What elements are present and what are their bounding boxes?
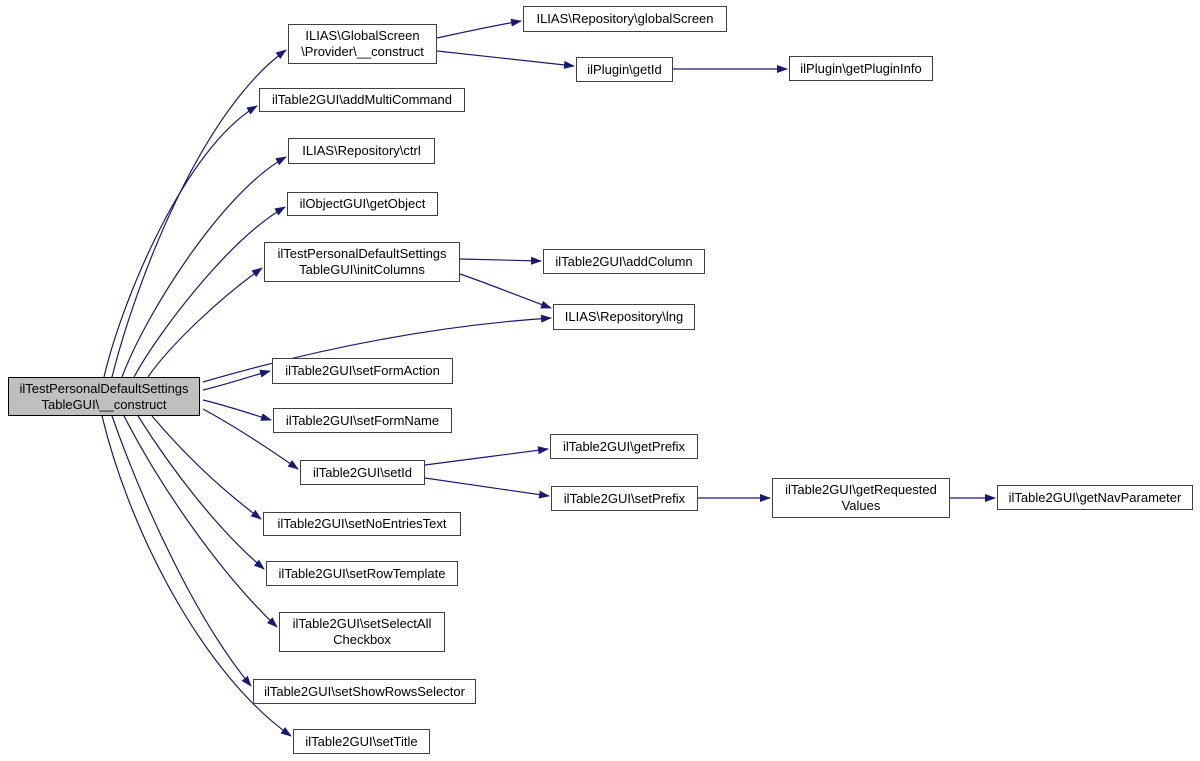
graph-node-label: \Provider\__construct bbox=[301, 44, 424, 59]
graph-node-label: ILIAS\Repository\lng bbox=[564, 309, 684, 324]
edge-gs_construct-to-plugin_getid bbox=[436, 50, 575, 69]
graph-node-set_prefix[interactable]: ilTable2GUI\setPrefix bbox=[551, 486, 698, 511]
graph-node-label: ilTable2GUI\setFormName bbox=[285, 412, 440, 428]
edge-init_columns-to-add_column bbox=[459, 256, 542, 265]
graph-node-label: ilTable2GUI\setFormAction bbox=[285, 363, 440, 378]
edge-root-to-set_row_template bbox=[137, 415, 265, 570]
edge-gs_construct-to-repo_globalscreen bbox=[436, 18, 522, 39]
graph-node-label: TableGUI\initColumns bbox=[299, 262, 425, 277]
graph-node-label: ILIAS\Repository\globalScreen bbox=[536, 11, 714, 26]
graph-node-set_form_action[interactable]: ilTable2GUI\setFormAction bbox=[272, 358, 453, 384]
graph-node-label: ilTable2GUI\addMultiCommand bbox=[272, 92, 452, 107]
graph-node-label: ILIAS\GlobalScreen bbox=[305, 28, 420, 43]
graph-node-get_nav_parameter[interactable]: ilTable2GUI\getNavParameter bbox=[997, 485, 1193, 510]
graph-node-label: ILIAS\Repository\ctrl bbox=[302, 143, 421, 158]
graph-node-label: ilTable2GUI\getNavParameter bbox=[1008, 489, 1182, 505]
graph-node-plugin_getid[interactable]: ilPlugin\getId bbox=[576, 57, 673, 82]
graph-node-label: ilPlugin\getPluginInfo bbox=[800, 60, 922, 76]
graph-node-set_form_name[interactable]: ilTable2GUI\setFormName bbox=[273, 408, 452, 433]
graph-node-label: ilTable2GUI\addColumn bbox=[555, 253, 693, 269]
graph-node-set_row_template[interactable]: ilTable2GUI\setRowTemplate bbox=[266, 561, 458, 586]
edge-root-to-gs_construct bbox=[111, 49, 287, 378]
edge-root-to-set_title bbox=[101, 415, 292, 737]
graph-node-repo_lng[interactable]: ILIAS\Repository\lng bbox=[553, 304, 695, 330]
graph-node-label: ilTestPersonalDefaultSettings bbox=[277, 246, 447, 261]
graph-node-label: Checkbox bbox=[333, 632, 391, 647]
graph-node-label: ilTable2GUI\getRequested bbox=[785, 482, 937, 497]
edge-root-to-repo_lng bbox=[202, 314, 552, 383]
graph-node-set_no_entries_text[interactable]: ilTable2GUI\setNoEntriesText bbox=[263, 512, 461, 536]
graph-node-repo_ctrl[interactable]: ILIAS\Repository\ctrl bbox=[288, 138, 435, 164]
edge-root-to-init_columns bbox=[147, 267, 263, 378]
graph-node-get_object[interactable]: ilObjectGUI\getObject bbox=[287, 192, 438, 216]
graph-node-label: ilTable2GUI\getPrefix bbox=[562, 438, 686, 454]
graph-node-label: ilTable2GUI\setTitle bbox=[305, 733, 418, 749]
edge-root-to-set_id bbox=[202, 408, 299, 470]
graph-node-set_show_rows_selector[interactable]: ilTable2GUI\setShowRowsSelector bbox=[253, 679, 476, 704]
edge-set_id-to-get_prefix bbox=[424, 446, 549, 466]
graph-node-label: ilPlugin\getId bbox=[587, 61, 662, 77]
graph-node-label: ilTable2GUI\setShowRowsSelector bbox=[264, 683, 465, 699]
edge-set_id-to-set_prefix bbox=[424, 477, 550, 499]
graph-node-gs_construct[interactable]: ILIAS\GlobalScreen\Provider\__construct bbox=[288, 24, 437, 64]
edge-root-to-repo_ctrl bbox=[121, 156, 287, 378]
graph-node-add_column[interactable]: ilTable2GUI\addColumn bbox=[543, 249, 705, 274]
edge-root-to-set_form_name bbox=[202, 399, 272, 421]
graph-node-label: ilTable2GUI\setId bbox=[313, 464, 412, 480]
graph-node-repo_globalscreen[interactable]: ILIAS\Repository\globalScreen bbox=[523, 6, 727, 32]
edge-root-to-set_select_all_checkbox bbox=[123, 415, 278, 628]
graph-node-label: TableGUI\__construct bbox=[41, 396, 167, 412]
edge-init_columns-to-repo_lng bbox=[459, 273, 552, 309]
graph-node-label: ilTable2GUI\setNoEntriesText bbox=[277, 516, 447, 531]
graph-node-label: Values bbox=[841, 498, 881, 513]
graph-node-get_prefix[interactable]: ilTable2GUI\getPrefix bbox=[550, 434, 698, 459]
graph-node-label: ilTable2GUI\setRowTemplate bbox=[278, 565, 446, 581]
graph-node-label: ilObjectGUI\getObject bbox=[299, 196, 426, 211]
graph-node-add_multi_command[interactable]: ilTable2GUI\addMultiCommand bbox=[259, 88, 465, 112]
graph-node-plugin_getplugininfo[interactable]: ilPlugin\getPluginInfo bbox=[789, 56, 933, 81]
edge-root-to-set_show_rows_selector bbox=[111, 415, 252, 687]
graph-node-set_title[interactable]: ilTable2GUI\setTitle bbox=[293, 729, 430, 754]
edge-root-to-set_form_action bbox=[202, 369, 271, 391]
edge-root-to-add_multi_command bbox=[103, 105, 258, 378]
graph-node-set_id[interactable]: ilTable2GUI\setId bbox=[300, 460, 425, 485]
graph-node-label: ilTestPersonalDefaultSettings bbox=[19, 380, 189, 396]
edge-root-to-set_no_entries_text bbox=[151, 415, 262, 520]
graph-node-label: ilTable2GUI\setPrefix bbox=[563, 490, 686, 506]
edge-root-to-get_object bbox=[133, 206, 286, 378]
graph-node-label: ilTable2GUI\setSelectAll bbox=[292, 616, 432, 631]
